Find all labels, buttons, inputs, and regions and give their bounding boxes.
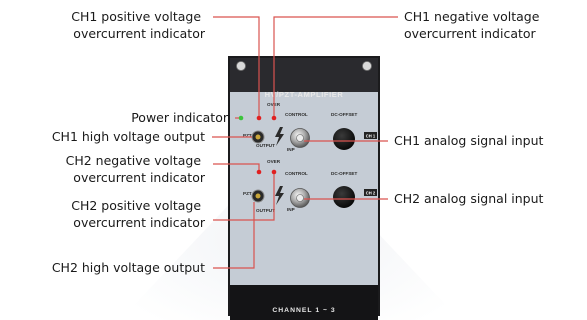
leader-lines: [212, 16, 398, 269]
ch2-positive-over-led: [271, 169, 277, 175]
ch1-bnc-center: [296, 134, 304, 142]
ch2-dc-offset-knob[interactable]: [333, 186, 355, 208]
ch1-output-label: OUTPUT: [256, 143, 275, 148]
ch1-tag: [364, 132, 377, 139]
lightning-icon: [275, 127, 284, 146]
ch2-control-label: CONTROL: [285, 171, 308, 176]
leader-ch2-positive-over: [213, 174, 275, 221]
ch2-tag: [364, 189, 377, 196]
leader-ch1-negative-over: [273, 16, 398, 116]
ch1-positive-over-led: [256, 115, 262, 121]
ch2-pzt-label: PZT: [243, 191, 252, 196]
label-ch2-positive-over: CH2 positive voltage overcurrent indicat…: [71, 198, 206, 230]
label-power: Power indicator: [131, 110, 229, 125]
amplifier-front-panel: HV/PZT-AMPLIFIER CHANNEL 1 ~ 3 OVER CONT…: [228, 56, 380, 320]
label-ch1-negative-over: CH1 negative voltage overcurrent indicat…: [404, 9, 543, 41]
ch1-tag-label: CH 1: [366, 133, 376, 138]
ch1-control-label: CONTROL: [285, 112, 308, 117]
leader-ch2-negative-over: [213, 163, 260, 170]
lightning-icon: [275, 186, 284, 205]
screw-icon: [236, 61, 246, 71]
label-ch1-positive-over: CH1 positive voltage overcurrent indicat…: [71, 9, 206, 41]
panel-title: HV/PZT-AMPLIFIER: [265, 90, 344, 99]
ch2-output-label: OUTPUT: [256, 208, 275, 213]
screw-icon: [362, 61, 372, 71]
ch2-over-label: OVER: [267, 159, 281, 164]
ch1-pzt-label: PZT: [243, 133, 252, 138]
label-ch2-analog-input: CH2 analog signal input: [394, 191, 544, 206]
leader-ch2-hv-output: [213, 202, 255, 269]
ch1-dc-offset-label: DC-OFFSET: [331, 112, 357, 117]
ch1-inp-label: INP: [287, 147, 295, 152]
ch1-hv-output-pin: [255, 134, 261, 140]
callout-labels: CH1 positive voltage overcurrent indicat…: [52, 9, 544, 275]
ch2-tag-label: CH 2: [366, 190, 376, 195]
leader-ch1-positive-over: [213, 16, 260, 116]
ch1-negative-over-led: [271, 115, 277, 121]
label-ch2-negative-over: CH2 negative voltage overcurrent indicat…: [66, 153, 206, 185]
panel-footer: CHANNEL 1 ~ 3: [272, 307, 335, 314]
ch2-negative-over-led: [256, 169, 262, 175]
ch2-inp-label: INP: [287, 207, 295, 212]
ch1-dc-offset-knob[interactable]: [333, 128, 355, 150]
ch2-bnc-center: [296, 194, 304, 202]
label-ch1-hv-output: CH1 high voltage output: [52, 129, 205, 144]
ch2-dc-offset-label: DC-OFFSET: [331, 171, 357, 176]
label-ch2-hv-output: CH2 high voltage output: [52, 260, 205, 275]
ch2-hv-output-pin: [255, 193, 261, 199]
power-led: [238, 115, 244, 121]
label-ch1-analog-input: CH1 analog signal input: [394, 133, 544, 148]
